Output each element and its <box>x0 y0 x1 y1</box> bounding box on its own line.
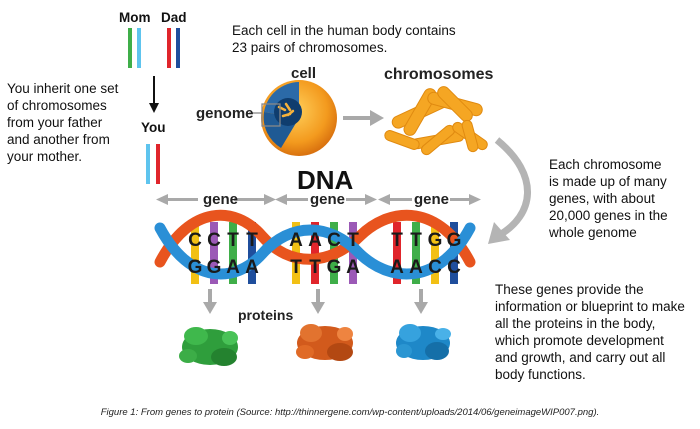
base-pair-rung <box>229 222 237 284</box>
nucleotide-top: A <box>308 230 322 251</box>
base-pair-rung <box>412 222 420 284</box>
nucleotide-bottom: G <box>188 257 203 278</box>
nucleotide-top: G <box>447 230 462 251</box>
protein-blue-icon <box>396 324 451 360</box>
base-pair-rung <box>248 222 256 284</box>
nucleotide-top: T <box>347 230 359 251</box>
nucleotide-top: G <box>428 230 443 251</box>
gene-label-3: gene <box>414 191 449 208</box>
cell-top-line-2: 23 pairs of chromosomes. <box>232 40 388 55</box>
protein-green-icon <box>179 327 238 366</box>
inherit-line-5: your mother. <box>7 149 83 164</box>
nucleotide-bottom: T <box>309 257 321 278</box>
nucleotide-top: T <box>410 230 422 251</box>
dad-label: Dad <box>161 10 187 25</box>
inherit-line-4: and another from <box>7 132 110 147</box>
genes-provide-line-2: information or blueprint to make <box>495 299 685 314</box>
cell-label: cell <box>291 65 316 82</box>
you-label: You <box>141 120 166 135</box>
inherit-text: You inherit one set of chromosomes from … <box>7 80 118 165</box>
dad-chromosome-red <box>167 28 171 68</box>
genes-provide-line-5: and growth, and carry out all <box>495 350 666 365</box>
dna-label: DNA <box>297 165 354 195</box>
base-pair-rung <box>210 222 218 284</box>
nucleotide-top: A <box>289 230 303 251</box>
base-pair-rung <box>311 222 319 284</box>
figure-caption: Figure 1: From genes to protein (Source:… <box>100 407 600 418</box>
chromosome-side-line-1: Each chromosome <box>549 157 662 172</box>
chromosome-side-line-3: genes, with about <box>549 191 655 206</box>
nucleotide-bottom: C <box>428 257 442 278</box>
nucleotide-top: C <box>327 230 341 251</box>
cell-icon <box>261 80 337 156</box>
protein-orange-icon <box>296 324 353 361</box>
chromosome-side-line-5: whole genome <box>549 225 637 240</box>
nucleotide-top: T <box>227 230 239 251</box>
nucleotide-bottom: T <box>290 257 302 278</box>
dna-strand-blue <box>154 222 476 280</box>
mom-label: Mom <box>119 10 151 25</box>
mom-chromosome-blue <box>137 28 141 68</box>
nucleotide-bottom: A <box>346 257 360 278</box>
nucleotide-bottom: A <box>409 257 423 278</box>
nucleotide-bottom: G <box>207 257 222 278</box>
nucleotide-bottom: A <box>390 257 404 278</box>
dad-chromosome-navy <box>176 28 180 68</box>
chromosomes-label: chromosomes <box>384 66 493 83</box>
chromosome-side-text: Each chromosome is made up of many genes… <box>549 156 668 241</box>
nucleotide-bottom: A <box>226 257 240 278</box>
gene-label-1: gene <box>203 191 238 208</box>
cell-top-text: Each cell in the human body contains 23 … <box>232 22 456 56</box>
nucleotide-top: T <box>246 230 258 251</box>
chromosomes-to-dna-arrow <box>494 137 531 240</box>
gene-span-arrows <box>156 194 481 205</box>
chromosomes-icon <box>384 86 488 156</box>
base-pair-rung <box>393 222 401 284</box>
chromosome-side-line-4: 20,000 genes in the <box>549 208 668 223</box>
cell-top-line-1: Each cell in the human body contains <box>232 23 456 38</box>
genome-label: genome <box>196 105 254 122</box>
nucleotide-bottom: C <box>447 257 461 278</box>
dna-strand-orange <box>154 209 476 268</box>
base-pair-rung <box>191 222 199 284</box>
base-pair-rung <box>431 222 439 284</box>
nucleotide-top: T <box>391 230 403 251</box>
genes-provide-line-3: all the proteins in the body, <box>495 316 656 331</box>
gene-to-protein-arrows <box>203 289 428 314</box>
proteins-label: proteins <box>238 307 293 323</box>
inherit-line-3: from your father <box>7 115 103 130</box>
genes-provide-line-6: body functions. <box>495 367 586 382</box>
genes-provide-line-4: which promote development <box>495 333 664 348</box>
chromosome-side-line-2: is made up of many <box>549 174 667 189</box>
nucleotide-top: C <box>188 230 202 251</box>
you-chromosome-red <box>156 144 160 184</box>
inherit-line-2: of chromosomes <box>7 98 107 113</box>
nucleotide-bottom: G <box>327 257 342 278</box>
genes-provide-line-1: These genes provide the <box>495 282 644 297</box>
you-chromosome-blue <box>146 144 150 184</box>
inherit-line-1: You inherit one set <box>7 81 119 96</box>
mom-chromosome-green <box>128 28 132 68</box>
nucleotide-top: C <box>207 230 221 251</box>
genes-provide-text: These genes provide the information or b… <box>495 281 685 383</box>
genome-pointer-box <box>261 103 281 127</box>
nucleotide-bottom: A <box>245 257 259 278</box>
gene-label-2: gene <box>310 191 345 208</box>
